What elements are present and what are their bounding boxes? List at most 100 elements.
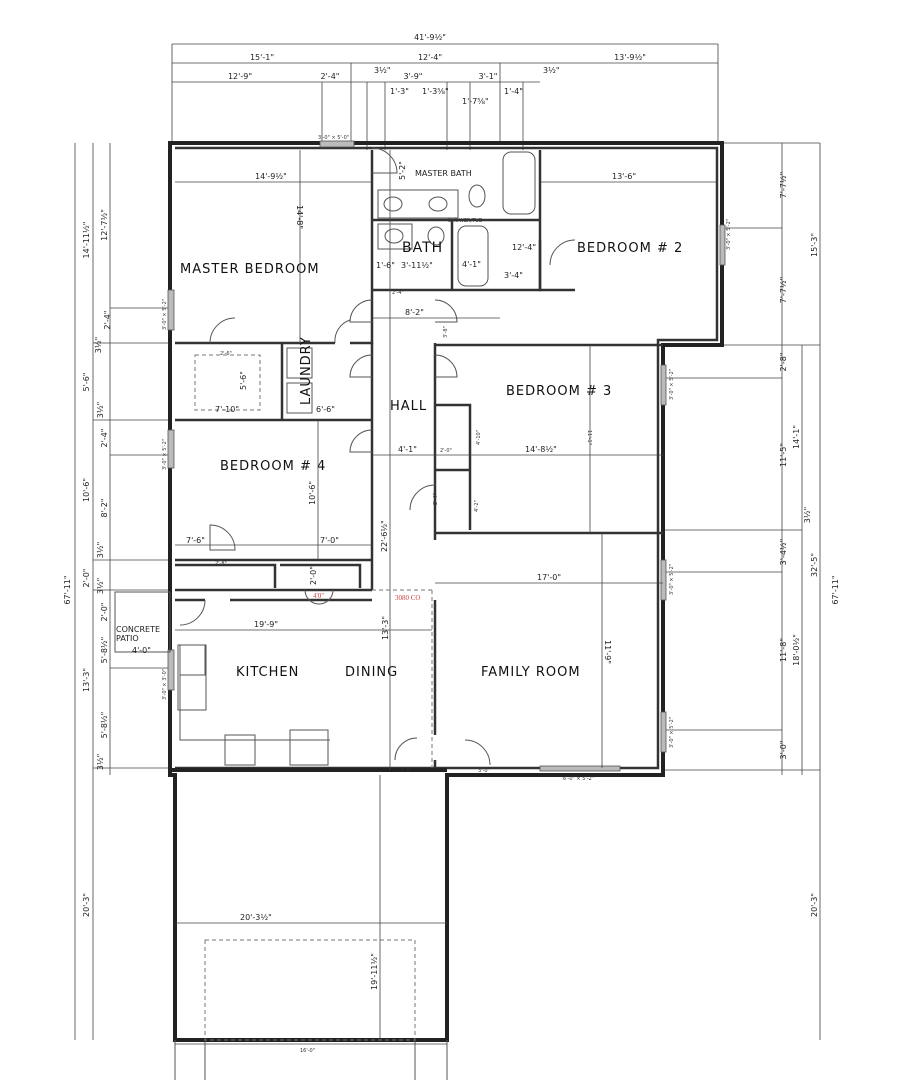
dim: 16'-0"	[300, 1048, 315, 1054]
garage-parking-outline	[204, 939, 416, 1041]
dim: 5'-6"	[239, 371, 248, 390]
patio-label: CONCRETE	[116, 625, 160, 634]
dim: 20'-3½"	[240, 913, 272, 922]
dim: 19'-9"	[254, 620, 278, 629]
dim: 7'-0"	[320, 536, 339, 545]
dim: 3'-4"	[504, 271, 523, 280]
dim: 2'-6"	[220, 351, 232, 357]
windows	[167, 140, 726, 772]
dim: 12'-7½"	[100, 209, 109, 241]
dim: 2'-8"	[400, 768, 412, 774]
refrigerator-icon	[289, 729, 329, 766]
interior-walls	[175, 150, 663, 770]
room-master-bedroom: MASTER BEDROOM	[180, 262, 320, 277]
room-labels: MASTER BEDROOM MASTER BATH BATH BEDROOM …	[116, 169, 683, 680]
dim: 18'-0½"	[792, 634, 801, 666]
room-family-room: FAMILY ROOM	[481, 665, 581, 680]
dim-overall-width: 41'-9½"	[414, 33, 446, 42]
dim: 1'-3⅝"	[422, 87, 449, 96]
washer-icon	[286, 347, 313, 379]
dim: 2'-4"	[100, 429, 109, 448]
dim: 11'-9"	[603, 640, 612, 664]
dim: 13'-3"	[381, 616, 390, 640]
dim: 13'-9½"	[614, 53, 646, 62]
dim: 2'-4"	[321, 72, 340, 81]
dim: 10'-6"	[308, 481, 317, 505]
room-laundry: LAUNDRY	[299, 336, 314, 405]
dim: 32'-5"	[810, 553, 819, 577]
window-note: 3'-0" × 5'-2"	[669, 369, 675, 400]
dim: 1'-3"	[390, 87, 409, 96]
right-dimensions: 7'-7½" 7'-7½" 2'-8" 11'-5" 3'-4½" 11'-8"…	[663, 142, 840, 1040]
dim: 4'-1"	[398, 445, 417, 454]
dim: 14'-11½"	[82, 222, 91, 259]
dim: 3½"	[543, 66, 560, 75]
master-vanity	[377, 189, 459, 219]
dim: 2'-0"	[309, 566, 318, 585]
dim: 3½"	[803, 507, 812, 524]
room-kitchen: KITCHEN	[236, 665, 299, 680]
patio-label: PATIO	[116, 634, 139, 643]
dim: 2'-4"	[103, 311, 112, 330]
room-bedroom-3: BEDROOM # 3	[506, 384, 612, 399]
bathtub-icon	[457, 225, 489, 287]
dim: 3'-0"	[779, 741, 788, 760]
notes: 3'-0" × 5'-0" 3'-0" × 5'-2" 3'-0" × 5'-2…	[162, 135, 732, 782]
dim: 10'-6"	[82, 478, 91, 502]
room-master-bath: MASTER BATH	[415, 169, 472, 178]
dim: 3½"	[96, 754, 105, 771]
dim: 5'-8½"	[100, 637, 109, 664]
room-bath: BATH	[402, 240, 443, 256]
bathtub-icon	[502, 151, 536, 215]
dim: 3'-8"	[443, 326, 449, 338]
window-note: 3'-0" × 3'-0"	[162, 669, 168, 700]
window-note: 3'-0" × 5'-2"	[162, 439, 168, 470]
dim: 3'-4½"	[779, 539, 788, 566]
toilet-icon	[427, 226, 445, 246]
dim: 7'-6"	[186, 536, 205, 545]
window-note: 3'-0" × 5'-2"	[162, 299, 168, 330]
left-dimensions: 67'-11" 14'-11½" 5'-6" 10'-6" 2'-0" 13'-…	[63, 143, 170, 1040]
tub-note: SHOWER/TUB	[448, 218, 483, 224]
window-note: 3'-0" × 5'-2"	[726, 219, 732, 250]
dim: 20'-3"	[810, 893, 819, 917]
dim: 11'-8"	[779, 638, 788, 662]
dim: 22'-6½"	[380, 520, 389, 552]
dim: 3'-11½"	[401, 261, 433, 270]
dim: 2'-4"	[392, 290, 404, 296]
dim: 5'-8½"	[100, 712, 109, 739]
dim: 2'-0"	[440, 448, 452, 454]
kitchen-sink-icon	[177, 644, 207, 711]
dim: 2'-8"	[779, 353, 788, 372]
dim: 3½"	[96, 402, 105, 419]
dim: 8'-2"	[100, 499, 109, 518]
dim: 4'-10"	[476, 430, 482, 445]
dim: 14'-8"	[295, 205, 304, 229]
room-bedroom-4: BEDROOM # 4	[220, 459, 326, 474]
dim: 2'-8"	[215, 561, 227, 567]
room-bedroom-2: BEDROOM # 2	[577, 241, 683, 256]
dim: 14'-9½"	[255, 172, 287, 181]
bath-vanity	[377, 223, 413, 250]
dim: 2'-0"	[100, 603, 109, 622]
window-note: 3'-0" × 5'-0"	[318, 135, 349, 141]
dim: 12'-4"	[512, 243, 536, 252]
dim: 7'-10"	[215, 405, 239, 414]
toilet-icon	[468, 184, 486, 208]
dim: 11'-5"	[779, 443, 788, 467]
dim: 3½"	[374, 66, 391, 75]
dim: 14'-1"	[792, 425, 801, 449]
dryer-icon	[286, 382, 313, 414]
fixtures	[114, 151, 536, 1041]
window-note: 3'-0" × 5'-2"	[669, 564, 675, 595]
top-dimensions: 41'-9½" 15'-1" 12'-4" 13'-9½" 12'-9" 2'-…	[171, 33, 719, 150]
dim: 1'-7⅝"	[462, 97, 489, 106]
door-note: 4'0"	[313, 592, 324, 600]
dim: 3'-9"	[404, 72, 423, 81]
dim: 2'-0"	[82, 569, 91, 588]
dim: 6'-6"	[316, 405, 335, 414]
dim: 7'-7½"	[779, 172, 788, 199]
dim: 8'-2"	[405, 308, 424, 317]
dim: 12'-9"	[228, 72, 252, 81]
